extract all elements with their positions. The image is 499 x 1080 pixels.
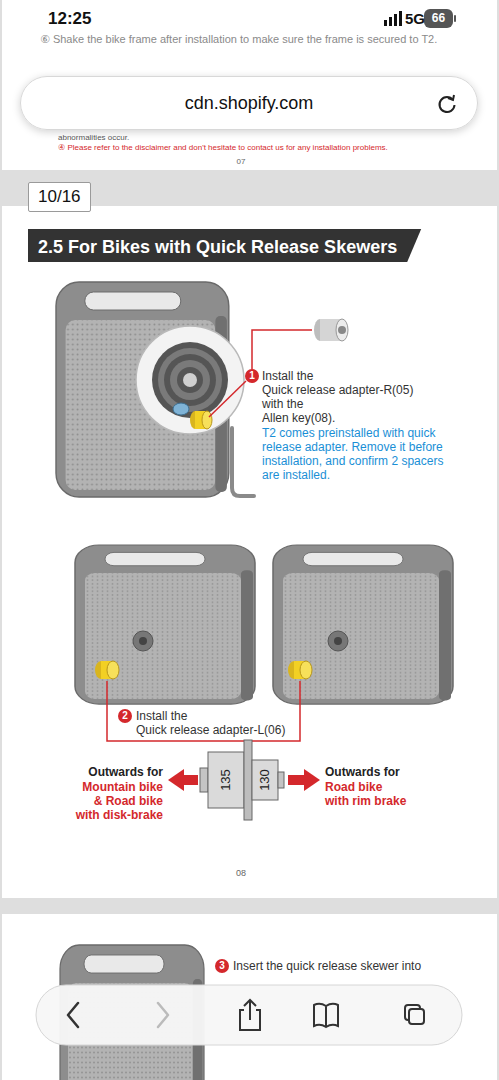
node-text: 10/16 xyxy=(38,187,81,206)
direction-label: Outwards for xyxy=(325,765,400,779)
part-name: Quick release adapter-R(05) xyxy=(262,383,413,397)
step-text: with the xyxy=(262,397,303,411)
trainer-illustration-1-part xyxy=(136,326,244,434)
direction-arrows xyxy=(168,769,320,791)
trainer-illustration-2-part xyxy=(139,637,147,645)
trainer-illustration-3-part xyxy=(300,661,312,679)
address-bar: cdn.shopify.com xyxy=(20,76,478,130)
browser-toolbar-part xyxy=(158,1003,168,1027)
direction-arrows-part xyxy=(288,775,305,785)
callout-circle xyxy=(118,709,132,723)
trainer-illustration-2-part xyxy=(75,545,255,704)
trainer-illustration-1-part xyxy=(177,367,203,393)
step-text: Insert the quick release skewer into xyxy=(233,959,421,973)
callout-number: 3 xyxy=(215,959,229,973)
status-icons-part xyxy=(424,9,453,28)
direction-arrows-part xyxy=(182,775,198,785)
adapter-l-diagram-part xyxy=(278,772,284,788)
trainer-illustration-2-part xyxy=(133,631,153,651)
bike-type-label: Road bike with rim brake xyxy=(325,780,408,808)
trainer-illustration-3-part xyxy=(273,545,453,704)
trainer-illustration-2 xyxy=(75,545,255,704)
leader-line-1-part xyxy=(209,381,246,417)
trainer-illustration-1-part xyxy=(202,411,212,429)
browser-toolbar xyxy=(36,985,462,1045)
note-text: ⑥ Shake the bike frame after installatio… xyxy=(40,32,460,46)
browser-toolbar-part xyxy=(68,1003,78,1027)
trainer-illustration-1-part xyxy=(232,428,254,496)
section-title: 2.5 For Bikes with Quick Release Skewers xyxy=(38,236,397,258)
warning-note: ④ Please refer to the disclaimer and don… xyxy=(58,143,478,153)
adapter-l-diagram-part xyxy=(200,768,208,792)
page-number: 07 xyxy=(221,157,261,167)
direction-arrows-part xyxy=(168,769,184,791)
trainer-illustration-1-part xyxy=(173,403,189,415)
title-banner-shape xyxy=(28,229,421,262)
part-name: Quick release adapter-L(06) xyxy=(136,723,285,737)
trainer-illustration-3 xyxy=(273,545,453,704)
adapter-l-diagram-part xyxy=(244,740,252,820)
trainer-illustration-3-part xyxy=(328,631,348,651)
reload-icon-part xyxy=(448,95,454,100)
step-text: Install the xyxy=(136,709,187,723)
network-label: 5G xyxy=(405,9,425,29)
trainer-illustration-1-part xyxy=(152,342,228,418)
bike-type-label: Mountain bike & Road bike with disk-brak… xyxy=(73,780,163,822)
previous-page xyxy=(2,0,497,170)
trainer-illustration-1-part xyxy=(170,360,210,400)
adapter-r-icon-part xyxy=(338,326,346,334)
status-icons-part xyxy=(384,20,387,26)
trainer-illustration-1-part xyxy=(158,348,222,412)
adapter-l-diagram-part xyxy=(252,760,278,800)
note-text: abnormalities occur. xyxy=(58,133,458,143)
trainer-illustration-1 xyxy=(56,282,254,497)
trainer-illustration-1-part xyxy=(164,354,216,406)
status-icons xyxy=(384,9,456,28)
browser-toolbar-part xyxy=(409,1009,424,1024)
browser-toolbar-part xyxy=(314,1004,338,1027)
page-number: 08 xyxy=(221,868,261,879)
status-icons-part xyxy=(454,15,456,22)
adapter-r-icon xyxy=(314,319,348,341)
step-text: Install the xyxy=(262,369,313,383)
adapter-r-icon-part xyxy=(336,319,348,341)
reload-icon xyxy=(435,92,459,116)
trainer-illustration-2-part xyxy=(107,661,119,679)
part-name: Allen key(08). xyxy=(262,411,335,425)
callout-circle xyxy=(215,959,229,973)
dimension-label: 135 xyxy=(218,760,234,800)
callout-number: 2 xyxy=(118,709,132,723)
title-banner xyxy=(28,229,421,262)
browser-toolbar-part xyxy=(36,985,462,1045)
status-icons-part xyxy=(399,11,402,26)
leader-line-1-part xyxy=(252,330,312,369)
dimension-label: 130 xyxy=(257,760,273,800)
battery-level: 66 xyxy=(424,10,453,27)
status-icons-part xyxy=(394,14,397,26)
callout-circle xyxy=(245,369,259,383)
adapter-l-diagram-part xyxy=(208,752,244,808)
hint-text: T2 comes preinstalled with quick release… xyxy=(262,426,462,482)
trainer-illustration-1-part xyxy=(183,373,197,387)
status-icons-part xyxy=(389,17,392,26)
direction-label: Outwards for xyxy=(58,765,163,779)
trainer-illustration-3-part xyxy=(334,637,342,645)
leader-bracket-2 xyxy=(107,681,300,741)
adapter-l-diagram xyxy=(200,740,284,820)
status-time: 12:25 xyxy=(48,8,91,30)
node-text: cdn.shopify.com xyxy=(185,93,314,114)
direction-arrows-part xyxy=(304,769,320,791)
callout-number: 1 xyxy=(245,369,259,383)
browser-toolbar-part xyxy=(244,1000,256,1020)
page-counter: 10/16 xyxy=(28,182,91,212)
page-sheet xyxy=(2,206,497,898)
